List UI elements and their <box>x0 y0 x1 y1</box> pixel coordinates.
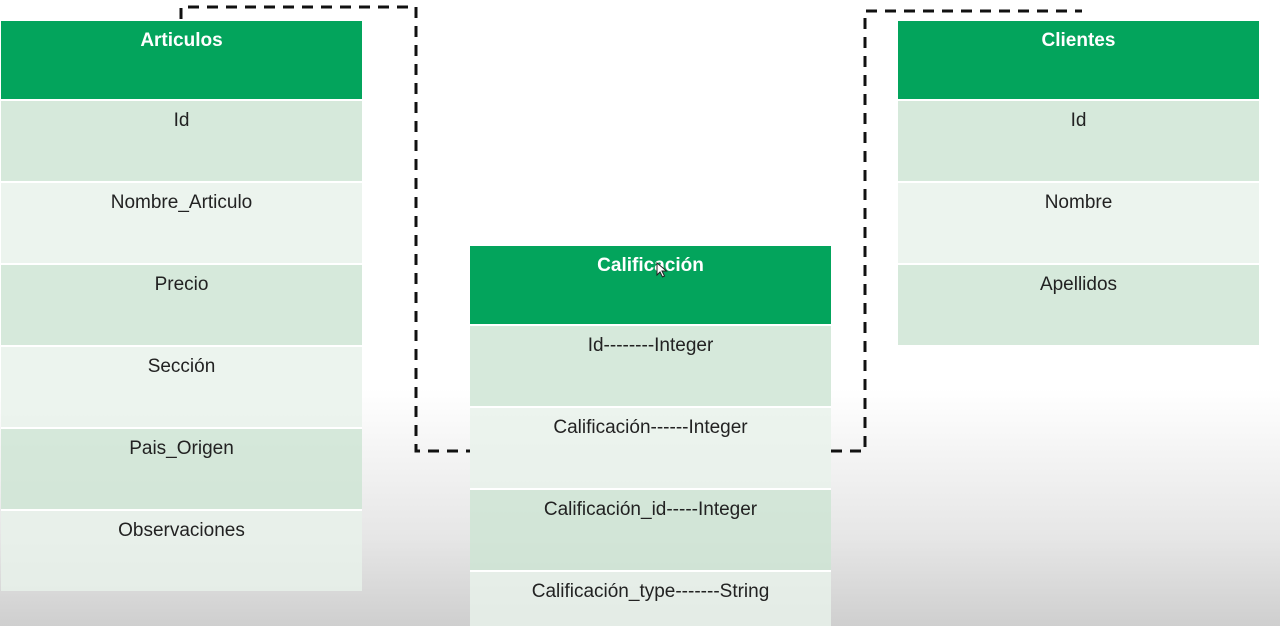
table-clientes-field-nombre: Nombre <box>898 181 1259 263</box>
connector-articulos-calificacion <box>179 5 470 453</box>
table-calificacion-field-calificacion-type: Calificación_type-------String <box>470 570 831 626</box>
table-calificacion-field-calificacion: Calificación------Integer <box>470 406 831 488</box>
connector-calificacion-clientes <box>831 9 1082 453</box>
mouse-cursor-icon <box>656 262 668 278</box>
table-calificacion-field-id: Id--------Integer <box>470 324 831 406</box>
table-clientes-header: Clientes <box>898 21 1259 99</box>
table-articulos-header: Articulos <box>1 21 362 99</box>
table-calificacion-header: Calificación <box>470 246 831 324</box>
table-articulos-field-seccion: Sección <box>1 345 362 427</box>
table-articulos-field-precio: Precio <box>1 263 362 345</box>
table-articulos-field-id: Id <box>1 99 362 181</box>
table-articulos-field-nombre-articulo: Nombre_Articulo <box>1 181 362 263</box>
table-clientes-field-apellidos: Apellidos <box>898 263 1259 345</box>
table-articulos: Articulos Id Nombre_Articulo Precio Secc… <box>1 21 362 591</box>
table-articulos-field-pais-origen: Pais_Origen <box>1 427 362 509</box>
table-calificacion: Calificación Id--------Integer Calificac… <box>470 246 831 626</box>
table-calificacion-field-calificacion-id: Calificación_id-----Integer <box>470 488 831 570</box>
table-articulos-field-observaciones: Observaciones <box>1 509 362 591</box>
table-clientes-field-id: Id <box>898 99 1259 181</box>
table-clientes: Clientes Id Nombre Apellidos <box>898 21 1259 345</box>
